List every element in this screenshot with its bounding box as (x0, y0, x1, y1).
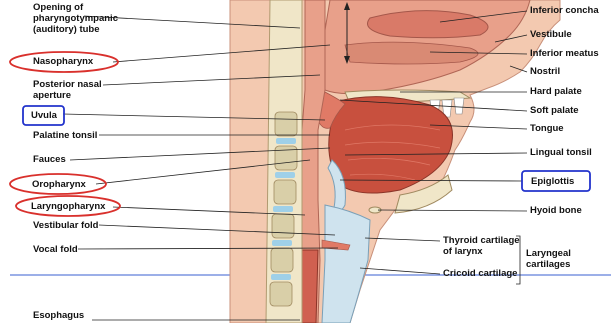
label-esophagus: Esophagus (33, 310, 84, 321)
label-vestibular-fold: Vestibular fold (33, 220, 98, 231)
label-fauces: Fauces (33, 154, 66, 165)
label-laryngopharynx: Laryngopharynx (31, 201, 105, 212)
label-oropharynx: Oropharynx (32, 179, 86, 190)
label-vestibule: Vestibule (530, 29, 572, 40)
vertebra (271, 248, 293, 272)
label-thyroid-cartilage: Thyroid cartilage of larynx (443, 235, 523, 257)
label-palatine-tonsil: Palatine tonsil (33, 130, 97, 141)
label-inferior-meatus: Inferior meatus (530, 48, 599, 59)
label-posterior-nasal: Posterior nasal aperture (33, 79, 105, 101)
label-nasopharynx: Nasopharynx (33, 56, 93, 67)
label-opening: Opening of pharyngotympanic (auditory) t… (33, 2, 143, 35)
label-epiglottis: Epiglottis (531, 176, 574, 187)
label-inferior-concha: Inferior concha (530, 5, 599, 16)
disc (272, 240, 292, 246)
label-hyoid-bone: Hyoid bone (530, 205, 582, 216)
label-lingual-tonsil: Lingual tonsil (530, 147, 592, 158)
disc (276, 138, 296, 144)
label-nostril: Nostril (530, 66, 560, 77)
label-uvula: Uvula (31, 110, 57, 121)
inferior-concha-shape (368, 11, 489, 38)
label-soft-palate: Soft palate (530, 105, 579, 116)
vertebra (274, 180, 296, 204)
label-laryngeal-cartilages: Laryngeal cartilages (526, 248, 586, 270)
disc (271, 274, 291, 280)
disc (273, 206, 293, 212)
vertebra (272, 214, 294, 238)
label-tongue: Tongue (530, 123, 564, 134)
vertebra (270, 282, 292, 306)
label-cricoid-cartilage: Cricoid cartilage (443, 268, 517, 279)
label-hard-palate: Hard palate (530, 86, 582, 97)
vertebra (275, 112, 297, 136)
disc (275, 172, 295, 178)
label-vocal-fold: Vocal fold (33, 244, 78, 255)
